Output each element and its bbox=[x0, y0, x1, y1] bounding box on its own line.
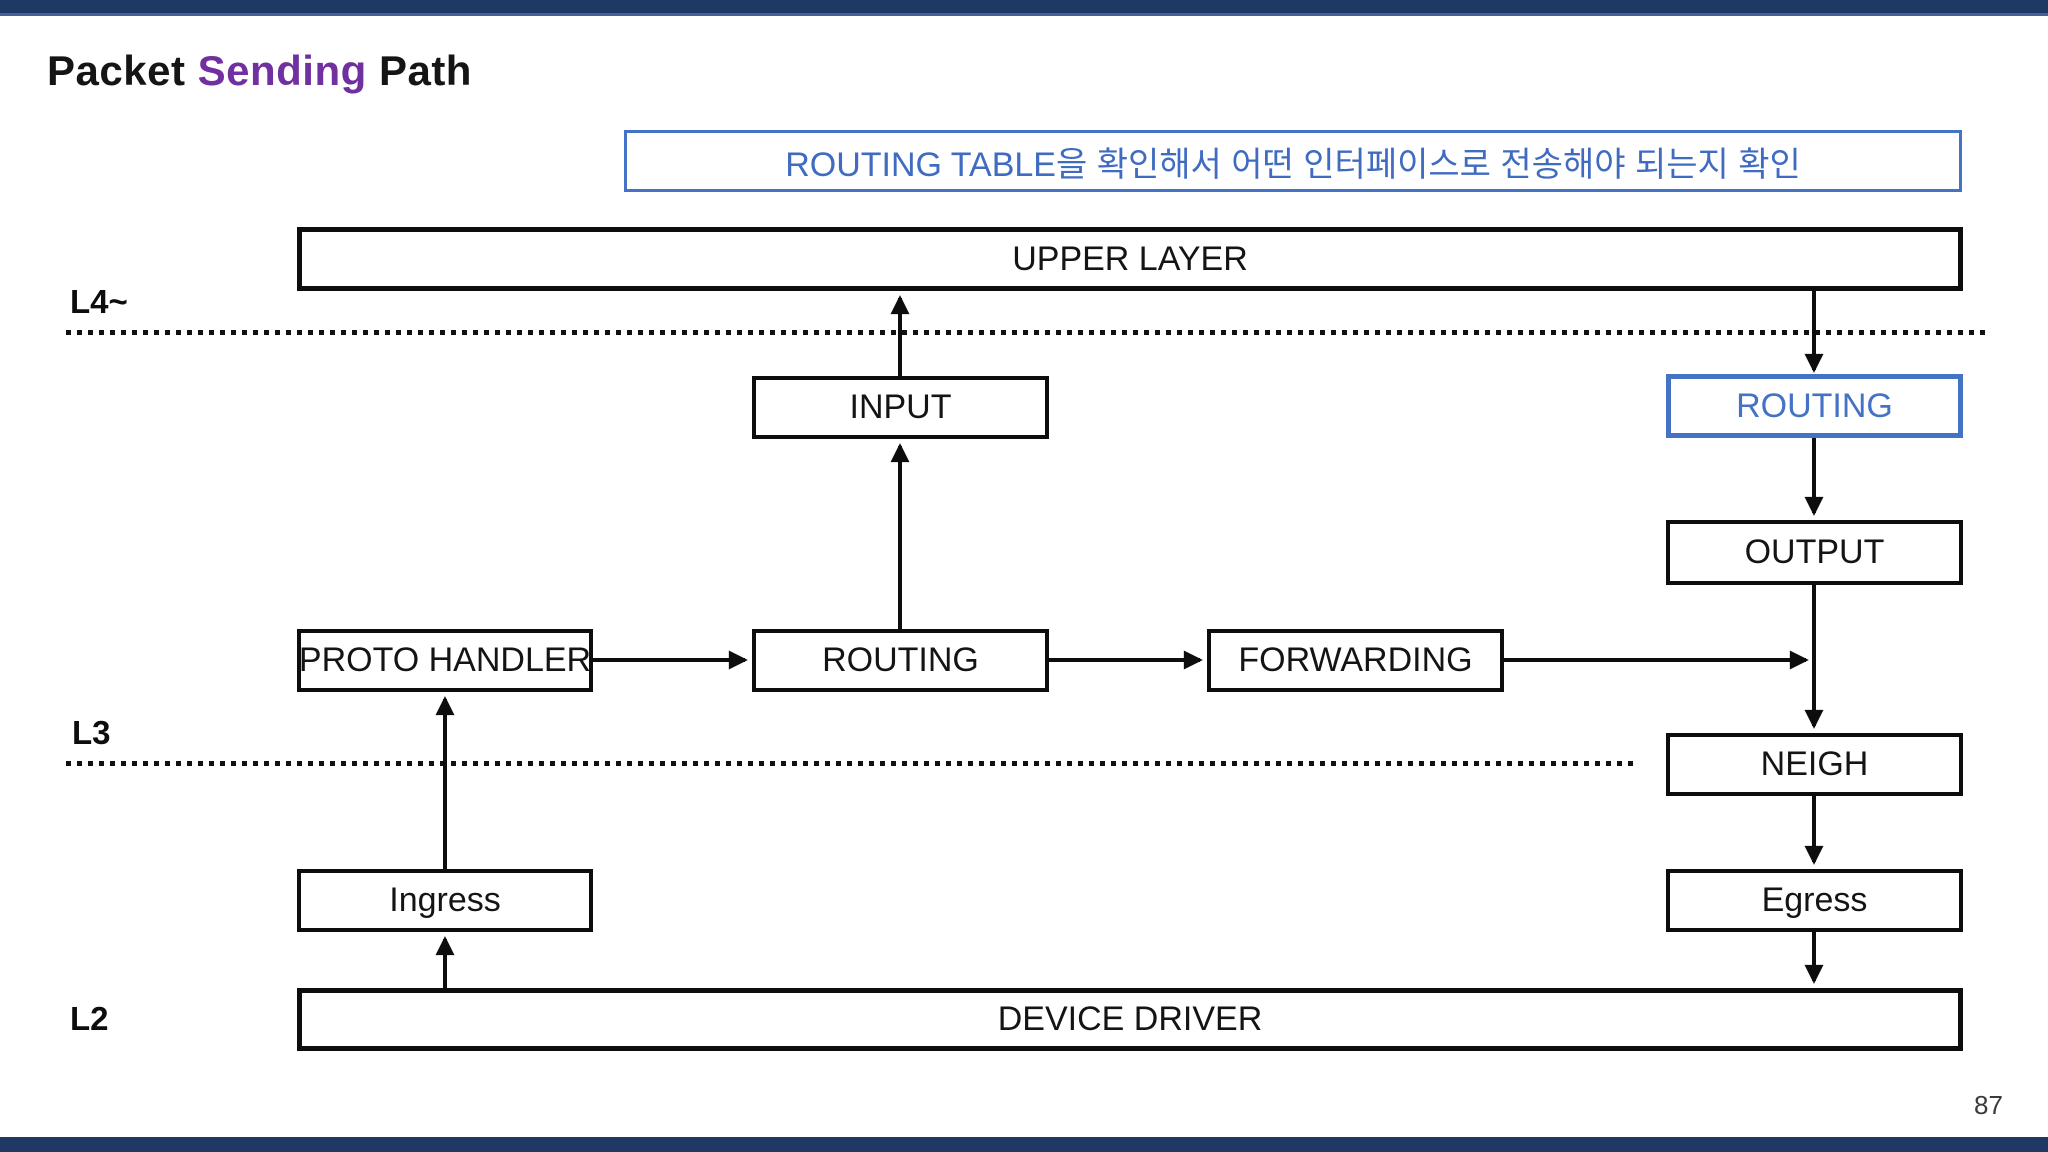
box-output: OUTPUT bbox=[1666, 520, 1963, 585]
title-part-suffix: Path bbox=[366, 47, 472, 94]
title-part-prefix: Packet bbox=[47, 47, 198, 94]
box-input-label: INPUT bbox=[849, 388, 952, 426]
box-egress: Egress bbox=[1666, 869, 1963, 932]
layer-label-l2: L2 bbox=[70, 1000, 109, 1037]
box-ingress: Ingress bbox=[297, 869, 593, 932]
layer-label-l3: L3 bbox=[72, 714, 111, 751]
box-device-driver: DEVICE DRIVER bbox=[297, 988, 1963, 1051]
note-text: ROUTING TABLE을 확인해서 어떤 인터페이스로 전송해야 되는지 확… bbox=[785, 145, 1801, 184]
title-part-highlight: Sending bbox=[197, 47, 367, 94]
box-neigh-label: NEIGH bbox=[1760, 745, 1869, 783]
box-neigh: NEIGH bbox=[1666, 733, 1963, 796]
box-proto-handler-label: PROTO HANDLER bbox=[298, 641, 592, 679]
layer-label-l4: L4~ bbox=[70, 283, 128, 320]
box-upper-layer-label: UPPER LAYER bbox=[1012, 239, 1248, 278]
box-egress-label: Egress bbox=[1761, 881, 1868, 919]
layer-divider-l4 bbox=[66, 330, 1985, 335]
box-routing-label: ROUTING bbox=[822, 641, 979, 679]
box-input: INPUT bbox=[752, 376, 1049, 439]
box-routing-send: ROUTING bbox=[1666, 374, 1963, 438]
page-number: 87 bbox=[1974, 1090, 2003, 1120]
box-device-driver-label: DEVICE DRIVER bbox=[997, 1000, 1263, 1038]
bottom-accent-bar bbox=[0, 1137, 2048, 1152]
box-upper-layer: UPPER LAYER bbox=[297, 227, 1963, 291]
box-forwarding-label: FORWARDING bbox=[1238, 641, 1473, 679]
box-ingress-label: Ingress bbox=[389, 881, 501, 919]
box-routing: ROUTING bbox=[752, 629, 1049, 692]
box-routing-send-label: ROUTING bbox=[1736, 386, 1893, 425]
box-proto-handler: PROTO HANDLER bbox=[297, 629, 593, 692]
box-output-label: OUTPUT bbox=[1744, 533, 1885, 571]
box-forwarding: FORWARDING bbox=[1207, 629, 1504, 692]
slide-title: Packet Sending Path bbox=[47, 47, 472, 95]
top-accent-bar bbox=[0, 0, 2048, 16]
routing-table-note-box: ROUTING TABLE을 확인해서 어떤 인터페이스로 전송해야 되는지 확… bbox=[624, 130, 1962, 192]
layer-divider-l3 bbox=[66, 761, 1636, 766]
